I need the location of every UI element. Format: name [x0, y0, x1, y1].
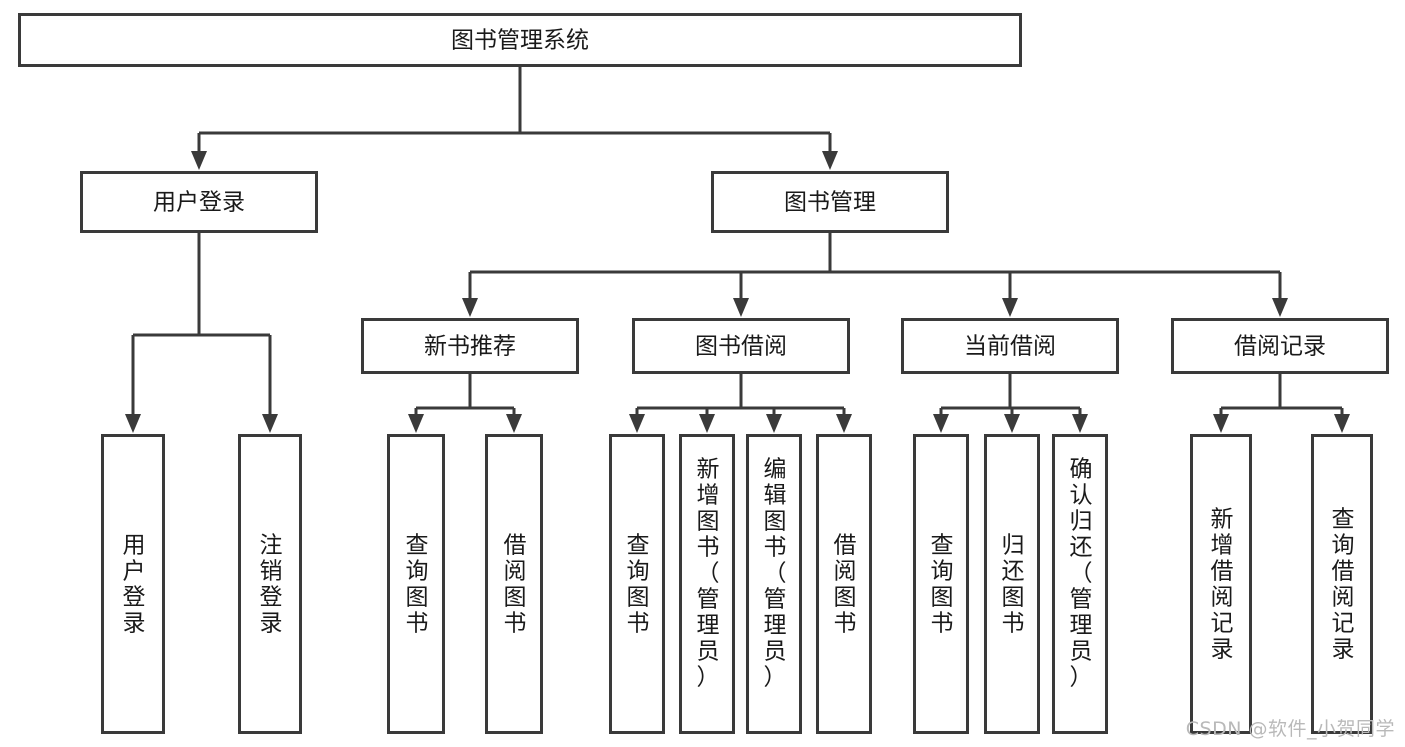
node-label: 新书推荐 [424, 334, 516, 360]
arrow-head-icon [1002, 298, 1018, 317]
node-leaf-rec-query2[interactable]: 查询借阅记录 [1311, 434, 1373, 734]
node-label: 借阅图书 [834, 532, 857, 636]
node-leaf-cur-return[interactable]: 归还图书 [984, 434, 1040, 734]
node-box [18, 13, 1022, 67]
node-label: 归还图书 [1002, 532, 1025, 636]
node-l1-book-manage[interactable]: 图书管理 [711, 171, 949, 233]
node-l2-new-book-rec[interactable]: 新书推荐 [361, 318, 579, 374]
node-box [1171, 318, 1389, 374]
node-label: 用户登录 [123, 532, 146, 636]
node-leaf-borrow-query[interactable]: 查询图书 [609, 434, 665, 734]
node-box [913, 434, 969, 734]
arrow-head-icon [1334, 414, 1350, 433]
node-leaf-user-logout[interactable]: 注销登录 [238, 434, 302, 734]
node-box [361, 318, 579, 374]
node-label: 查询借阅记录 [1332, 506, 1355, 662]
arrow-head-icon [1004, 414, 1020, 433]
connector-layer [125, 67, 1350, 433]
node-label: 借阅图书 [504, 532, 527, 636]
node-box [101, 434, 165, 734]
node-layer: 图书管理系统用户登录图书管理新书推荐图书借阅当前借阅借阅记录用户登录注销登录查询… [18, 13, 1389, 734]
arrow-head-icon [125, 414, 141, 433]
node-box [711, 171, 949, 233]
node-box [1052, 434, 1108, 734]
node-label: 图书管理 [784, 190, 876, 216]
arrow-head-icon [699, 414, 715, 433]
node-box [746, 434, 802, 734]
node-label: 查询图书 [406, 532, 429, 636]
node-box [80, 171, 318, 233]
node-box [609, 434, 665, 734]
node-leaf-borrow-do[interactable]: 借阅图书 [816, 434, 872, 734]
arrow-head-icon [506, 414, 522, 433]
node-label: 新增借阅记录 [1211, 506, 1234, 662]
arrow-head-icon [629, 414, 645, 433]
arrow-head-icon [733, 298, 749, 317]
node-l2-borrow-record[interactable]: 借阅记录 [1171, 318, 1389, 374]
arrow-head-icon [933, 414, 949, 433]
node-box [238, 434, 302, 734]
node-label: 图书管理系统 [451, 28, 589, 54]
arrow-head-icon [822, 151, 838, 170]
node-label: 查询图书 [627, 532, 650, 636]
node-label: 当前借阅 [964, 334, 1056, 360]
arrow-head-icon [1213, 414, 1229, 433]
node-box [984, 434, 1040, 734]
node-label: 注销登录 [260, 532, 283, 636]
node-leaf-borrow-add[interactable]: 新增图书（管理员） [679, 434, 735, 734]
node-box [816, 434, 872, 734]
node-box [485, 434, 543, 734]
arrow-head-icon [262, 414, 278, 433]
arrow-head-icon [408, 414, 424, 433]
node-box [1311, 434, 1373, 734]
arrow-head-icon [836, 414, 852, 433]
node-leaf-rec-query[interactable]: 查询图书 [387, 434, 445, 734]
node-label: 借阅记录 [1234, 334, 1326, 360]
node-label: 确认归还（管理员） [1070, 456, 1093, 690]
arrow-head-icon [1272, 298, 1288, 317]
node-box [679, 434, 735, 734]
arrow-head-icon [462, 298, 478, 317]
arrow-head-icon [1072, 414, 1088, 433]
node-box [387, 434, 445, 734]
node-leaf-rec-add[interactable]: 新增借阅记录 [1190, 434, 1252, 734]
node-label: 查询图书 [931, 532, 954, 636]
node-label: 用户登录 [153, 190, 245, 216]
node-box [1190, 434, 1252, 734]
node-box [632, 318, 850, 374]
node-label: 编辑图书（管理员） [764, 456, 787, 690]
node-leaf-cur-confirm[interactable]: 确认归还（管理员） [1052, 434, 1108, 734]
node-root[interactable]: 图书管理系统 [18, 13, 1022, 67]
node-leaf-rec-borrow[interactable]: 借阅图书 [485, 434, 543, 734]
arrow-head-icon [191, 151, 207, 170]
node-l1-user-login[interactable]: 用户登录 [80, 171, 318, 233]
node-leaf-cur-query[interactable]: 查询图书 [913, 434, 969, 734]
node-label: 图书借阅 [695, 334, 787, 360]
node-leaf-borrow-edit[interactable]: 编辑图书（管理员） [746, 434, 802, 734]
node-l2-current-borrow[interactable]: 当前借阅 [901, 318, 1119, 374]
arrow-head-icon [766, 414, 782, 433]
node-l2-book-borrow[interactable]: 图书借阅 [632, 318, 850, 374]
node-box [901, 318, 1119, 374]
node-leaf-user-login[interactable]: 用户登录 [101, 434, 165, 734]
node-label: 新增图书（管理员） [697, 456, 720, 690]
